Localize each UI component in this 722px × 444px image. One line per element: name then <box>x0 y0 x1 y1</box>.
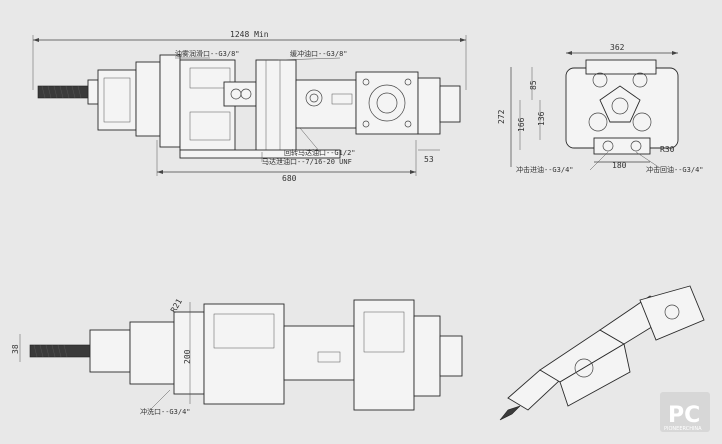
valve-block <box>355 71 419 135</box>
top-view: 1248 Min <box>32 30 467 183</box>
dim-r30-label: R30 <box>660 145 675 154</box>
end-port-bl <box>588 112 608 132</box>
port-left-callout: 冲击进油--G3/4" <box>516 165 574 174</box>
overall-length-label: 1248 Min <box>230 30 269 39</box>
arrow-left <box>33 38 39 42</box>
valve-block-bore-inner <box>376 92 398 114</box>
logo-badge <box>660 392 710 432</box>
iso-valve-block <box>639 285 705 341</box>
arrow-left <box>566 51 572 55</box>
lower-slide-shoe <box>179 149 341 159</box>
rear-cap <box>417 77 441 135</box>
port-left-leader <box>589 151 609 171</box>
middle-tube-slot <box>331 93 353 105</box>
valve-bolt-2 <box>404 78 412 86</box>
arrow-right <box>460 38 466 42</box>
dim-85-label: 85 <box>529 80 538 90</box>
rear-end-plug <box>439 85 461 123</box>
tail-dim-label: 53 <box>424 155 434 164</box>
side-shank-thread <box>33 344 68 358</box>
dim-136-label: 136 <box>537 111 546 126</box>
side-shank <box>29 344 91 358</box>
gearbox-flange <box>159 54 181 148</box>
middle-tube-port <box>305 89 323 107</box>
iso-housing-port <box>574 358 594 378</box>
shank-thread <box>41 85 82 99</box>
dim-38-label: 38 <box>11 344 20 354</box>
side-middle-tube <box>283 325 355 381</box>
end-view: 362 272 85 166 136 180 R30 冲击进油--G3/4" 冲… <box>497 43 704 174</box>
valve-bolt-4 <box>404 120 412 128</box>
watermark-logo: PC PIONEERCHINA <box>660 392 710 432</box>
iso-housing-side <box>559 343 631 407</box>
isometric-view <box>499 285 705 421</box>
side-valve-block <box>353 299 415 411</box>
flush-port-callout: 缓冲油口--G3/8" <box>290 49 348 58</box>
dim-180-label: 180 <box>612 161 627 170</box>
height-label: 272 <box>497 109 506 124</box>
lube-port-callout: 油雾润滑口--G3/8" <box>175 49 240 58</box>
end-return-port <box>630 140 642 152</box>
front-head-inner <box>103 77 131 123</box>
end-center-plate <box>599 85 641 123</box>
side-housing-detail <box>213 313 275 349</box>
end-inlet-port <box>602 140 614 152</box>
side-valve-detail <box>363 311 405 353</box>
end-top-block <box>585 59 657 75</box>
side-rear-plug <box>439 335 463 377</box>
impact-housing-detail-2 <box>189 111 231 141</box>
port-right-leader <box>635 151 661 169</box>
logo-subtext: PIONEERCHINA <box>664 426 702 432</box>
side-gearbox <box>129 321 175 385</box>
port-right-callout: 冲击回油--G3/4" <box>646 165 704 174</box>
valve-bolt-3 <box>362 120 370 128</box>
side-flush-callout: 冲洗口--G3/4" <box>140 407 191 416</box>
middle-tube-port-inner <box>309 93 319 103</box>
side-rear-cap <box>413 315 441 397</box>
side-front-head <box>89 329 131 373</box>
end-port-tr <box>632 72 648 88</box>
shank-collar <box>87 79 99 105</box>
iso-shank <box>499 405 521 421</box>
logo-mark: PC <box>668 403 700 428</box>
valve-bolt-1 <box>362 78 370 86</box>
side-tube-slot <box>317 351 341 363</box>
rotation-return-callout: 回转马达油口--G1/2" <box>284 148 356 157</box>
flush-port-leader <box>277 57 341 61</box>
valve-block-bore <box>368 84 406 122</box>
gearbox-housing <box>135 61 161 137</box>
end-lower-block <box>593 137 651 155</box>
side-view: 38 200 R21 冲洗口--G3/4" <box>11 297 463 416</box>
rear-cylinder <box>255 59 297 153</box>
side-flush-leader <box>151 389 171 409</box>
front-head <box>97 69 137 131</box>
arrow-right <box>410 170 416 174</box>
body-length-label: 680 <box>282 174 297 183</box>
arrow-right <box>672 51 678 55</box>
motor-port-b <box>240 88 252 100</box>
side-impact-housing <box>203 303 285 405</box>
arrow-left <box>157 170 163 174</box>
width-label: 362 <box>610 43 625 52</box>
end-port-br <box>632 112 652 132</box>
rotation-return-leader <box>299 127 321 153</box>
end-center-bore <box>611 97 629 115</box>
dim-166-label: 166 <box>517 117 526 132</box>
motor-drain-callout: 马达泄油口--7/16-20 UNF <box>262 157 352 166</box>
dim-200-label: 200 <box>183 349 192 364</box>
side-flange <box>173 311 205 395</box>
end-port-tl <box>592 72 608 88</box>
iso-valve-port <box>664 304 680 320</box>
impact-housing-detail-1 <box>189 67 231 89</box>
